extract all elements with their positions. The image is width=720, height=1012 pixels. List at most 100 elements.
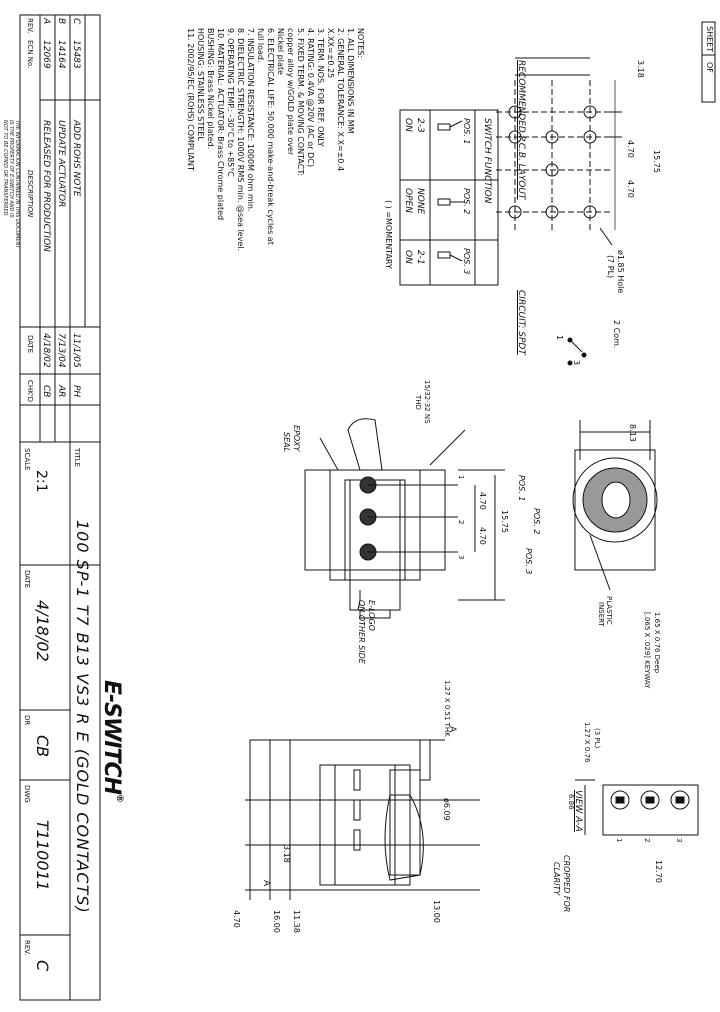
note-3: 3. TERM. NOS. FOR REF. ONLY [316,28,325,147]
pcb-hole-note: ø1.85 Hole [616,250,625,294]
pcb-layout-title: RECOMMENDED P.C.B. LAYOUT [516,60,526,200]
elogo-label: E-LOGO [367,600,376,631]
end-view-dim-8-13: 8.13 [628,424,637,442]
side-pos-1: POS. 1 [517,475,526,502]
of-label: OF [705,62,714,73]
view-aa-n2: 2 [643,838,651,843]
pcb-layout-holes [495,57,622,246]
date-label: DATE [23,570,31,589]
sheet-label: SHEET [705,26,714,53]
date-row-a: 4/18/02 [41,333,51,368]
pcb-dim-15-75: 15.75 [652,150,661,173]
scale-label: SCALE [23,448,31,471]
keyway-line-1: 1.65 X 0.76 Deep [653,612,661,674]
ecn-row-c: 15483 [71,40,81,69]
date-row-c: 11/1/05 [71,333,81,368]
side-dim-4-70-b: 4.70 [478,527,487,545]
pcb-hole-count: (7 PL) [606,255,615,279]
end-view-drawing [572,420,658,591]
note-10b: BUSHING: Brass Nickel plated. [206,28,215,150]
pos1-header: POS. 1 [462,118,471,145]
chkd-row-c: PH [71,385,81,398]
date-row-b: 7/13/04 [56,333,66,368]
ecn-row-b: 14164 [56,40,66,69]
note-5b: copper alloy w/GOLD plate over [286,28,295,156]
front-dim-16-00: 16.00 [272,910,281,933]
date-header: DATE [26,335,34,354]
view-aa-n3: 3 [675,838,683,843]
note-7: 7. INSULATION RESISTANCE: 1000M ohm min. [246,28,255,212]
circuit-symbol [567,337,587,366]
eswitch-logo-mark: ® [114,794,124,803]
scale-value: 2:1 [33,470,49,493]
keyway-line-2: [.065 X .029] KEYWAY [643,612,651,689]
eswitch-logo: E-SWITCH® [99,680,124,802]
cropped-line-1: CROPPED FOR [562,855,571,913]
circuit-terminal-2: 2 Com. [612,320,621,349]
rev-row-c: C [71,18,81,25]
view-aa-slot: 1.27 X 0.76 [583,722,591,763]
desc-row-b: UPDATE ACTUATOR [56,120,66,208]
date-value: 4/18/02 [33,600,52,662]
chkd-header: CHK'D [26,380,34,403]
rev-row-a: A [41,18,51,25]
note-5c: Nickel plate [276,28,285,75]
epoxy-label: EPOXY [292,425,301,452]
dwg-label: DWG [23,785,31,803]
cropped-line-2: CLARITY [552,862,561,896]
elogo-other-side: ON OTHER SIDE [357,600,366,664]
note-4: 4. RATING: 0.4VA @20V (AC or DC) [306,28,315,167]
switch-function-table-lines [399,109,499,286]
front-section-a-bottom: A [261,880,271,887]
side-pos-3: POS. 3 [524,548,533,575]
view-aa-dim-12-70: 12.70 [654,860,663,883]
front-dim-4-70: 4.70 [232,910,241,928]
note-10: 10. MATERIAL: ACTUATOR: Brass Chrome pla… [216,28,225,221]
view-aa-n1: 1 [615,838,623,843]
rev-value: C [33,960,52,972]
dwg-value: T110011 [33,820,52,891]
proprietary-line-1: THE INFORMATION CONTAINED IN THIS DOCUME… [14,120,20,249]
side-dim-4-70-a: 4.70 [478,492,487,510]
insert-label: INSERT [597,602,605,627]
note-5: 5. FIXED TERM. & MOVING CONTACT: [296,28,305,177]
note-2: 2. GENERAL TOLERANCE: X.X=±0.4 [336,28,345,172]
revision-table-lines [19,14,101,443]
pos3-header: POS. 3 [462,248,471,275]
notes-heading: NOTES: [356,28,365,58]
side-pos-2: POS. 2 [532,508,541,535]
circuit-title: CIRCUIT: SPDT [516,290,526,355]
pcb-dim-3-18: 3.18 [636,60,645,78]
pos1-state: ON [403,118,413,132]
thread-spec-thd: THD [414,395,422,410]
sheet-box [701,21,716,103]
drawing-title: 100 SP-1 T7 B13 VS3 R E (GOLD CONTACTS) [73,520,92,914]
note-2b: X.XX=±0.25 [326,28,335,79]
pcb-dim-4-70-b: 4.70 [626,180,635,198]
pos3-state: ON [403,250,413,264]
note-6: 6. ELECTRICAL LIFE: 50,000 make-and-brea… [266,28,275,245]
note-8: 8. DIELECTRIC STRENGTH: 1000V RMS min. @… [236,28,245,252]
side-term-2: 2 [457,520,465,525]
rev-label: REV. [23,940,31,956]
chkd-row-b: AR [56,385,66,398]
front-dim-13-00: 13.00 [432,900,441,923]
pos2-connection: NONE [415,188,425,215]
view-aa-dim-6-86: 6.86 [567,794,575,810]
side-term-1: 1 [457,475,465,480]
pos2-state: OPEN [403,188,413,213]
thread-spec: 15/32-32 NS [423,380,431,424]
pos3-connection: 2-1 [415,250,425,265]
front-section-a-top: A [447,726,457,733]
circuit-terminal-3: 3 [572,360,581,366]
title-label: TITLE [73,448,81,467]
dr-value: CB [33,735,52,758]
front-dia: ø6.09 [442,798,451,821]
note-1: 1. ALL DIMENSIONS IN MM [346,28,355,134]
front-dim-3-18: 3.18 [282,845,291,863]
switch-function-header: SWITCH FUNCTION [482,118,492,204]
momentary-note: ( ) =MOMENTARY [384,200,393,269]
